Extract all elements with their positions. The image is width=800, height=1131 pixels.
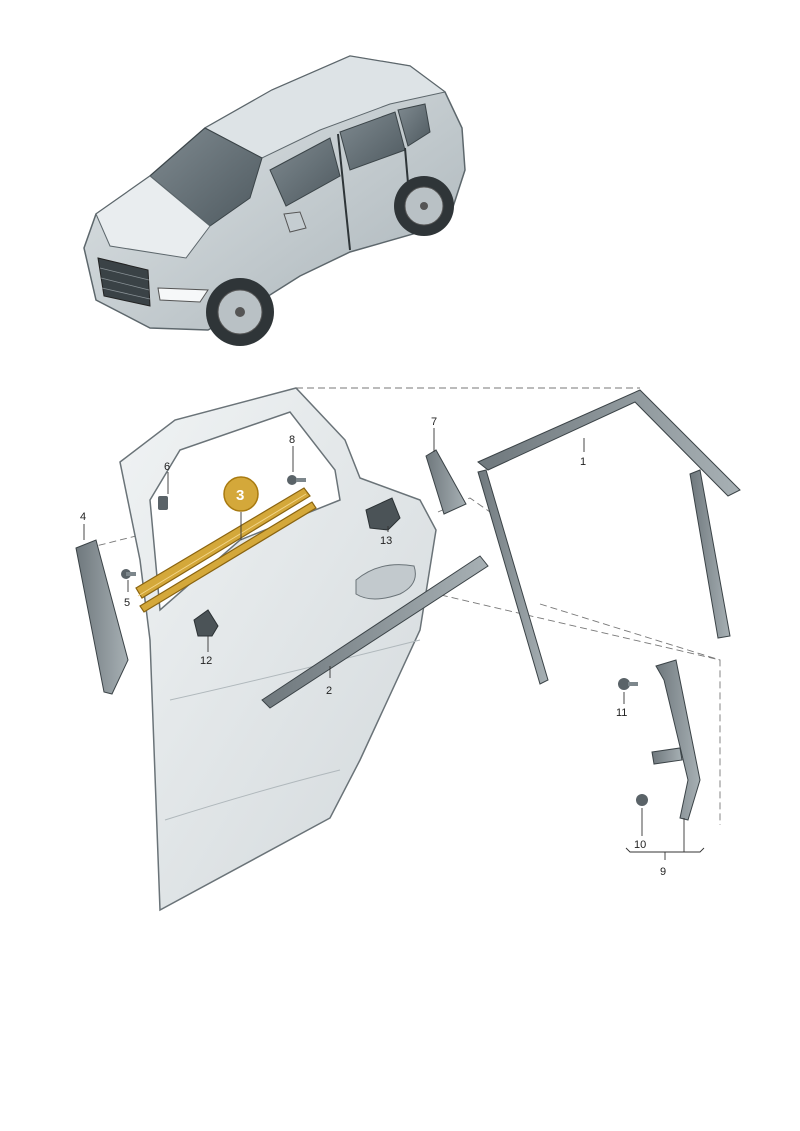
part-3-inner-seal-strip[interactable] xyxy=(135,487,317,613)
callout-9: 9 xyxy=(660,866,666,878)
callout-1: 1 xyxy=(580,456,586,468)
callout-11: 11 xyxy=(616,707,627,719)
rear-wheel xyxy=(394,176,454,236)
leader-lines xyxy=(83,428,705,860)
vehicle-illustration xyxy=(83,55,466,346)
part-10-nut[interactable] xyxy=(636,794,648,806)
guide-lines xyxy=(87,387,721,825)
callout-6: 6 xyxy=(164,461,170,473)
part-8-screw[interactable] xyxy=(287,475,306,485)
part-6-clip[interactable] xyxy=(158,496,168,510)
part-11-bolt[interactable] xyxy=(618,678,638,690)
callout-8: 8 xyxy=(289,434,295,446)
callout-13: 13 xyxy=(380,535,392,547)
part-1-window-channel[interactable] xyxy=(477,389,741,685)
part-7-corner-trim[interactable] xyxy=(425,449,467,515)
part-2-outer-belt-molding[interactable] xyxy=(261,555,489,709)
callout-12: 12 xyxy=(200,655,212,667)
callout-7: 7 xyxy=(431,416,437,428)
callout-10: 10 xyxy=(634,839,646,851)
callout-3-highlight[interactable]: 3 xyxy=(223,476,259,512)
callout-labels: 1 2 4 5 6 7 8 9 10 11 12 13 3 xyxy=(80,416,666,878)
callout-4: 4 xyxy=(80,511,86,523)
part-4-pillar-trim[interactable] xyxy=(75,539,129,695)
callout-5: 5 xyxy=(124,597,130,609)
part-9-channel-bracket[interactable] xyxy=(651,659,701,821)
callout-3: 3 xyxy=(236,487,244,504)
front-wheel xyxy=(206,278,274,346)
part-5-screw[interactable] xyxy=(121,569,136,579)
part-13-bracket[interactable] xyxy=(365,497,401,531)
callout-2: 2 xyxy=(326,685,332,697)
part-12-bracket[interactable] xyxy=(193,609,219,637)
